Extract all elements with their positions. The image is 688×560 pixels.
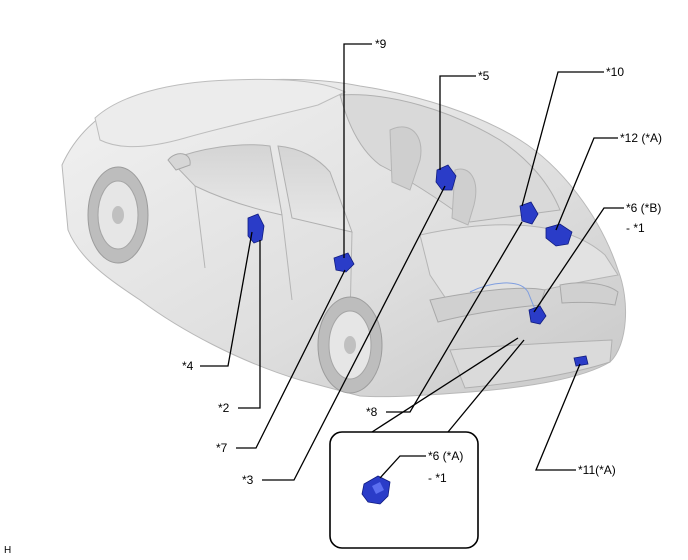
leader-6a — [379, 455, 426, 479]
leader-12 — [555, 137, 618, 231]
callout-7: *7 — [216, 441, 228, 455]
car-rear-window — [339, 94, 561, 223]
callout-11: *11(*A) — [578, 463, 616, 477]
leader-10 — [521, 71, 604, 207]
inset-pointer-line-1 — [371, 337, 519, 433]
leader-4 — [200, 231, 253, 367]
part-11 — [573, 355, 589, 367]
callout-8: *8 — [366, 405, 378, 419]
leader-8 — [386, 221, 523, 413]
corner-letter: H — [4, 545, 11, 556]
callout-6b-sub: - *1 — [626, 221, 645, 235]
part-10 — [519, 201, 539, 225]
callout-3: *3 — [242, 473, 254, 487]
part-12 — [545, 223, 573, 247]
callout-2: *2 — [218, 401, 230, 415]
part-6-a-detail-highlight — [372, 482, 384, 494]
callout-4: *4 — [182, 359, 194, 373]
car-illustration — [61, 78, 626, 398]
leader-9 — [343, 43, 372, 258]
callout-6b: *6 (*B) — [626, 201, 661, 215]
leader-5 — [439, 75, 476, 170]
callout-12: *12 (*A) — [620, 131, 662, 145]
car-front-wheel — [87, 166, 149, 264]
leader-11 — [535, 363, 581, 471]
car-interior-seat-2 — [451, 168, 477, 226]
car-side-window-front — [169, 144, 283, 216]
wire-harness-line — [469, 282, 537, 313]
part-4 — [247, 213, 265, 244]
car-interior-seat — [389, 126, 422, 191]
leader-7 — [236, 269, 346, 449]
parts — [247, 164, 589, 367]
car-rear-bumper — [449, 339, 613, 389]
leader-6b — [533, 207, 624, 313]
car-side-mirror — [167, 153, 191, 171]
car-side-window-rear — [277, 145, 353, 233]
car-rear-wheel — [317, 296, 383, 394]
detail-inset — [329, 337, 525, 549]
inset-box — [329, 431, 479, 549]
callout-5: *5 — [478, 69, 490, 83]
callout-9: *9 — [375, 37, 387, 51]
car-roof — [94, 78, 347, 147]
callout-labels: *9 *5 *10 *12 (*A) *6 (*B) - *1 *4 *2 *7… — [4, 37, 662, 556]
callout-10: *10 — [606, 65, 624, 79]
car-tail-lamp — [429, 287, 546, 323]
leader-3 — [262, 185, 446, 481]
callout-6a-sub: - *1 — [428, 471, 447, 485]
part-9 — [333, 252, 355, 273]
leader-lines — [200, 43, 624, 481]
part-5 — [435, 164, 457, 191]
leader-2 — [238, 240, 261, 409]
car-tail-lamp-right — [559, 282, 619, 306]
inset-pointer-line-2 — [447, 339, 525, 433]
callout-6a: *6 (*A) — [428, 449, 463, 463]
